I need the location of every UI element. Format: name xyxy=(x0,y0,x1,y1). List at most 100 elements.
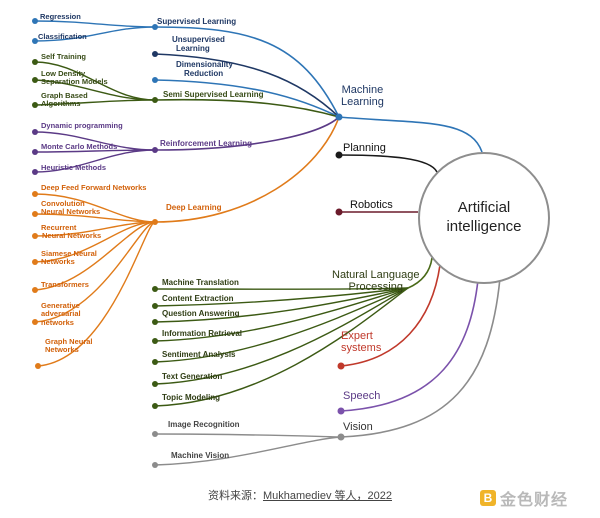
ml-deep-learning: Deep Learning xyxy=(166,203,222,212)
leaf-graph-based: Graph Based Algorithms xyxy=(41,91,88,109)
lowd-line1: Low Density xyxy=(41,69,86,78)
source-caption: 资料来源：Mukhamediev 等人，2022 xyxy=(0,487,600,503)
edge-ml-deep xyxy=(154,116,340,223)
expert-line1: Expert xyxy=(341,330,373,342)
ml-supervised: Supervised Learning xyxy=(157,17,237,26)
node-self-training xyxy=(32,59,38,65)
node-regression xyxy=(32,18,38,24)
gnn-line1: Graph Neural xyxy=(45,337,93,346)
edge-ai-speech xyxy=(340,279,479,412)
nlp-line1: Natural Language xyxy=(332,269,420,281)
gnn-line2: Networks xyxy=(45,345,79,355)
node-gan xyxy=(32,319,38,325)
node-unsupervised xyxy=(152,51,158,57)
gan-line3: networks xyxy=(41,317,74,327)
node-speech xyxy=(337,407,345,415)
rnn-line1: Recurrent xyxy=(41,223,77,232)
node-machine-vision xyxy=(152,462,158,468)
ai-core-circle: Artificial intelligence xyxy=(418,152,550,284)
edge-ai-vision xyxy=(340,277,501,438)
branch-machine-learning: Machine Learning xyxy=(341,84,384,109)
edge-nlp-tm xyxy=(154,287,409,407)
edge-dl-transformers xyxy=(34,221,156,291)
node-dynamic-programming xyxy=(32,129,38,135)
edge-nlp-sa xyxy=(154,287,409,363)
leaf-gan: Generative adversarial networks xyxy=(41,301,81,327)
edge-ml-semi xyxy=(154,98,340,118)
edge-rl-dp xyxy=(34,131,156,151)
leaf-low-density: Low Density Separation Models xyxy=(41,69,108,87)
node-vision xyxy=(337,433,345,441)
node-heuristic xyxy=(32,169,38,175)
node-rnn xyxy=(32,233,38,239)
core-line2: intelligence xyxy=(446,218,522,235)
node-siamese xyxy=(32,259,38,265)
node-graph-based xyxy=(32,102,38,108)
edge-ml-supervised xyxy=(154,26,340,118)
node-question-answering xyxy=(152,319,158,325)
caption-source: Mukhamediev 等人，2022 xyxy=(262,490,392,502)
edge-dl-dffn xyxy=(34,193,156,223)
core-line1: Artificial xyxy=(457,199,511,217)
node-cnn xyxy=(32,211,38,217)
node-machine-translation xyxy=(152,286,158,292)
branch-vision: Vision xyxy=(343,421,373,433)
leaf-regression: Regression xyxy=(40,12,81,21)
branch-speech: Speech xyxy=(343,390,381,402)
caption-prefix: 资料来源： xyxy=(207,490,263,502)
leaf-gnn: Graph Neural Networks xyxy=(45,337,93,355)
node-information-retrieval xyxy=(152,338,158,344)
edge-sup-classification xyxy=(34,26,156,42)
gan-line2: adversarial xyxy=(41,309,81,319)
cnn-line2: Neural Networks xyxy=(41,207,101,217)
leaf-content-extraction: Content Extraction xyxy=(162,294,234,303)
watermark: B 金色财经 xyxy=(480,487,568,509)
expert-line2: systems xyxy=(341,342,382,355)
rnn-line2: Neural Networks xyxy=(42,231,102,241)
edge-ai-nlp xyxy=(407,257,433,289)
node-supervised xyxy=(152,24,158,30)
edge-vision-mv xyxy=(154,436,342,466)
edge-dl-gnn xyxy=(37,221,156,367)
edge-vision-ir xyxy=(154,433,342,438)
watermark-text: 金色财经 xyxy=(500,492,569,509)
edge-semi-lowdensity xyxy=(34,79,156,101)
edge-nlp-ir xyxy=(154,287,409,342)
node-gnn xyxy=(35,363,41,369)
node-semi xyxy=(152,97,158,103)
leaf-transformers: Transformers xyxy=(41,280,89,289)
node-planning xyxy=(335,151,343,159)
leaf-rnn: Recurrent Neural Networks xyxy=(41,223,102,241)
unsup-line1: Unsupervised xyxy=(172,35,225,44)
edge-semi-graph xyxy=(34,99,156,106)
leaf-sentiment-analysis: Sentiment Analysis xyxy=(162,350,236,359)
leaf-classification: Classification xyxy=(38,32,87,41)
leaf-siamese: Siamese Neural Networks xyxy=(41,249,97,267)
edge-ml-unsupervised xyxy=(154,53,340,118)
node-image-recognition xyxy=(152,431,158,437)
siamese-line2: Networks xyxy=(41,257,75,267)
cnn-line1: Convolution xyxy=(41,199,85,208)
nlp-line2: Processing xyxy=(348,281,403,294)
edge-dl-siamese xyxy=(34,221,156,263)
leaf-cnn: Convolution Neural Networks xyxy=(41,199,101,217)
edge-ai-planning xyxy=(338,154,438,173)
edge-sup-regression xyxy=(34,20,156,28)
node-dffn xyxy=(32,191,38,197)
unsup-line2: Learning xyxy=(176,43,210,53)
leaf-self-training: Self Training xyxy=(41,52,87,61)
edge-ml-dimred xyxy=(154,79,340,118)
edge-ai-ml xyxy=(338,116,483,153)
leaf-information-retrieval: Information Retrieval xyxy=(162,329,243,338)
branch-robotics: Robotics xyxy=(350,199,393,211)
node-expert xyxy=(337,362,345,370)
ml-semi-supervised: Semi Supervised Learning xyxy=(163,90,264,99)
dimred-line1: Dimensionality xyxy=(176,60,233,69)
edge-nlp-ce xyxy=(154,287,409,307)
ml-reinforcement: Reinforcement Learning xyxy=(160,139,253,148)
node-content-extraction xyxy=(152,303,158,309)
watermark-logo-icon: B xyxy=(480,490,496,506)
branch-expert-systems: Expert systems xyxy=(341,330,381,355)
leaf-heuristic: Heuristic Methods xyxy=(41,163,107,172)
